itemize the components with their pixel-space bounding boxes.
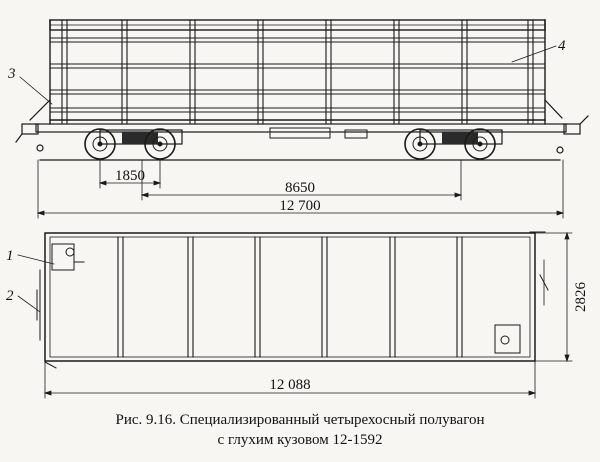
hatch-mechanism-left (51, 243, 75, 271)
plan-body-outline (44, 232, 536, 362)
plan-view: 12 088 2826 1 2 (6, 231, 589, 399)
callout-2: 2 (6, 288, 14, 304)
callout-3: 3 (7, 66, 16, 82)
caption-line-1: Рис. 9.16. Специализированный четырехосн… (115, 412, 484, 428)
coupler-right (556, 115, 589, 154)
side-boards (49, 37, 546, 113)
side-view: 1850 8650 12 700 3 4 (7, 19, 589, 219)
dim-body-width: 2826 (573, 282, 589, 313)
dim-bogie-centers: 8650 (285, 180, 315, 196)
dim-body-length: 12 088 (269, 377, 310, 393)
bogie-right (404, 128, 503, 160)
plan-dimensions (43, 231, 573, 399)
side-stakes (61, 19, 534, 125)
bogie-left (84, 128, 183, 160)
coupler-left (15, 123, 44, 152)
dim-bogie-base: 1850 (115, 168, 145, 184)
plan-cross-members (117, 236, 463, 358)
callout-1: 1 (6, 248, 14, 264)
hatch-mechanism-right (494, 324, 521, 354)
side-dimensions (36, 159, 565, 219)
dim-length-couplers: 12 700 (279, 198, 320, 214)
brake-equipment (269, 127, 331, 139)
caption-line-2: с глухим кузовом 12-1592 (218, 432, 383, 448)
callout-4: 4 (558, 38, 566, 54)
